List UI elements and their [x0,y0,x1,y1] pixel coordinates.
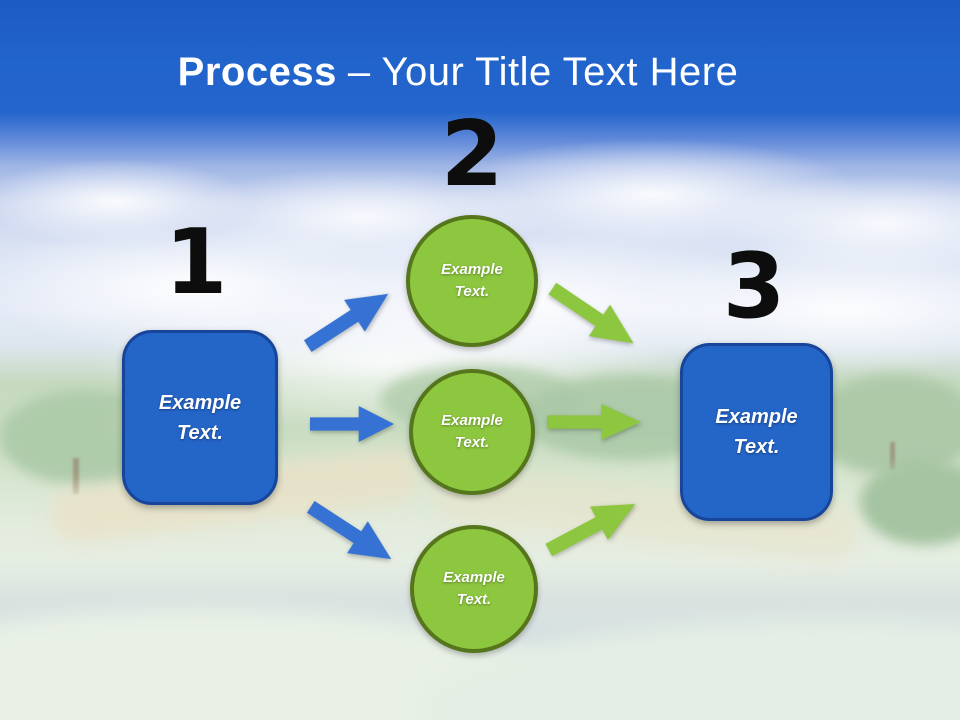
process-circle-bottom-label: Example Text. [443,568,505,609]
process-box-left-label: Example Text. [158,391,242,444]
slide-title: Process– Your Title Text Here [0,50,938,95]
process-box-left: Example Text. [122,330,278,505]
bush-right [860,460,960,545]
tree-right-canopy [810,375,960,475]
arrow-left-to-top-circle [297,277,399,363]
step-number-2: 2 [440,102,504,207]
process-circle-middle-label: Example Text. [441,411,503,452]
arrow-left-to-bottom-circle [300,490,402,576]
slide-title-keyword: Process [177,50,337,94]
process-circle-top-label: Example Text. [441,260,503,301]
step-number-3: 3 [722,234,786,339]
process-circle-middle: Example Text. [409,369,535,495]
tree-right-trunk [890,442,895,470]
tree-left-trunk [73,458,79,494]
process-box-right: Example Text. [680,343,833,521]
arrow-bottom-circle-to-right [539,486,644,567]
process-circle-top: Example Text. [406,215,538,347]
arrow-middle-circle-to-right [547,403,641,441]
step-number-1: 1 [164,210,228,315]
arrow-top-circle-to-right [541,272,645,360]
arrow-left-to-middle-circle [310,405,394,443]
process-circle-bottom: Example Text. [410,525,538,653]
process-box-right-label: Example Text. [715,406,798,458]
slide-title-subtitle: – Your Title Text Here [347,50,739,94]
